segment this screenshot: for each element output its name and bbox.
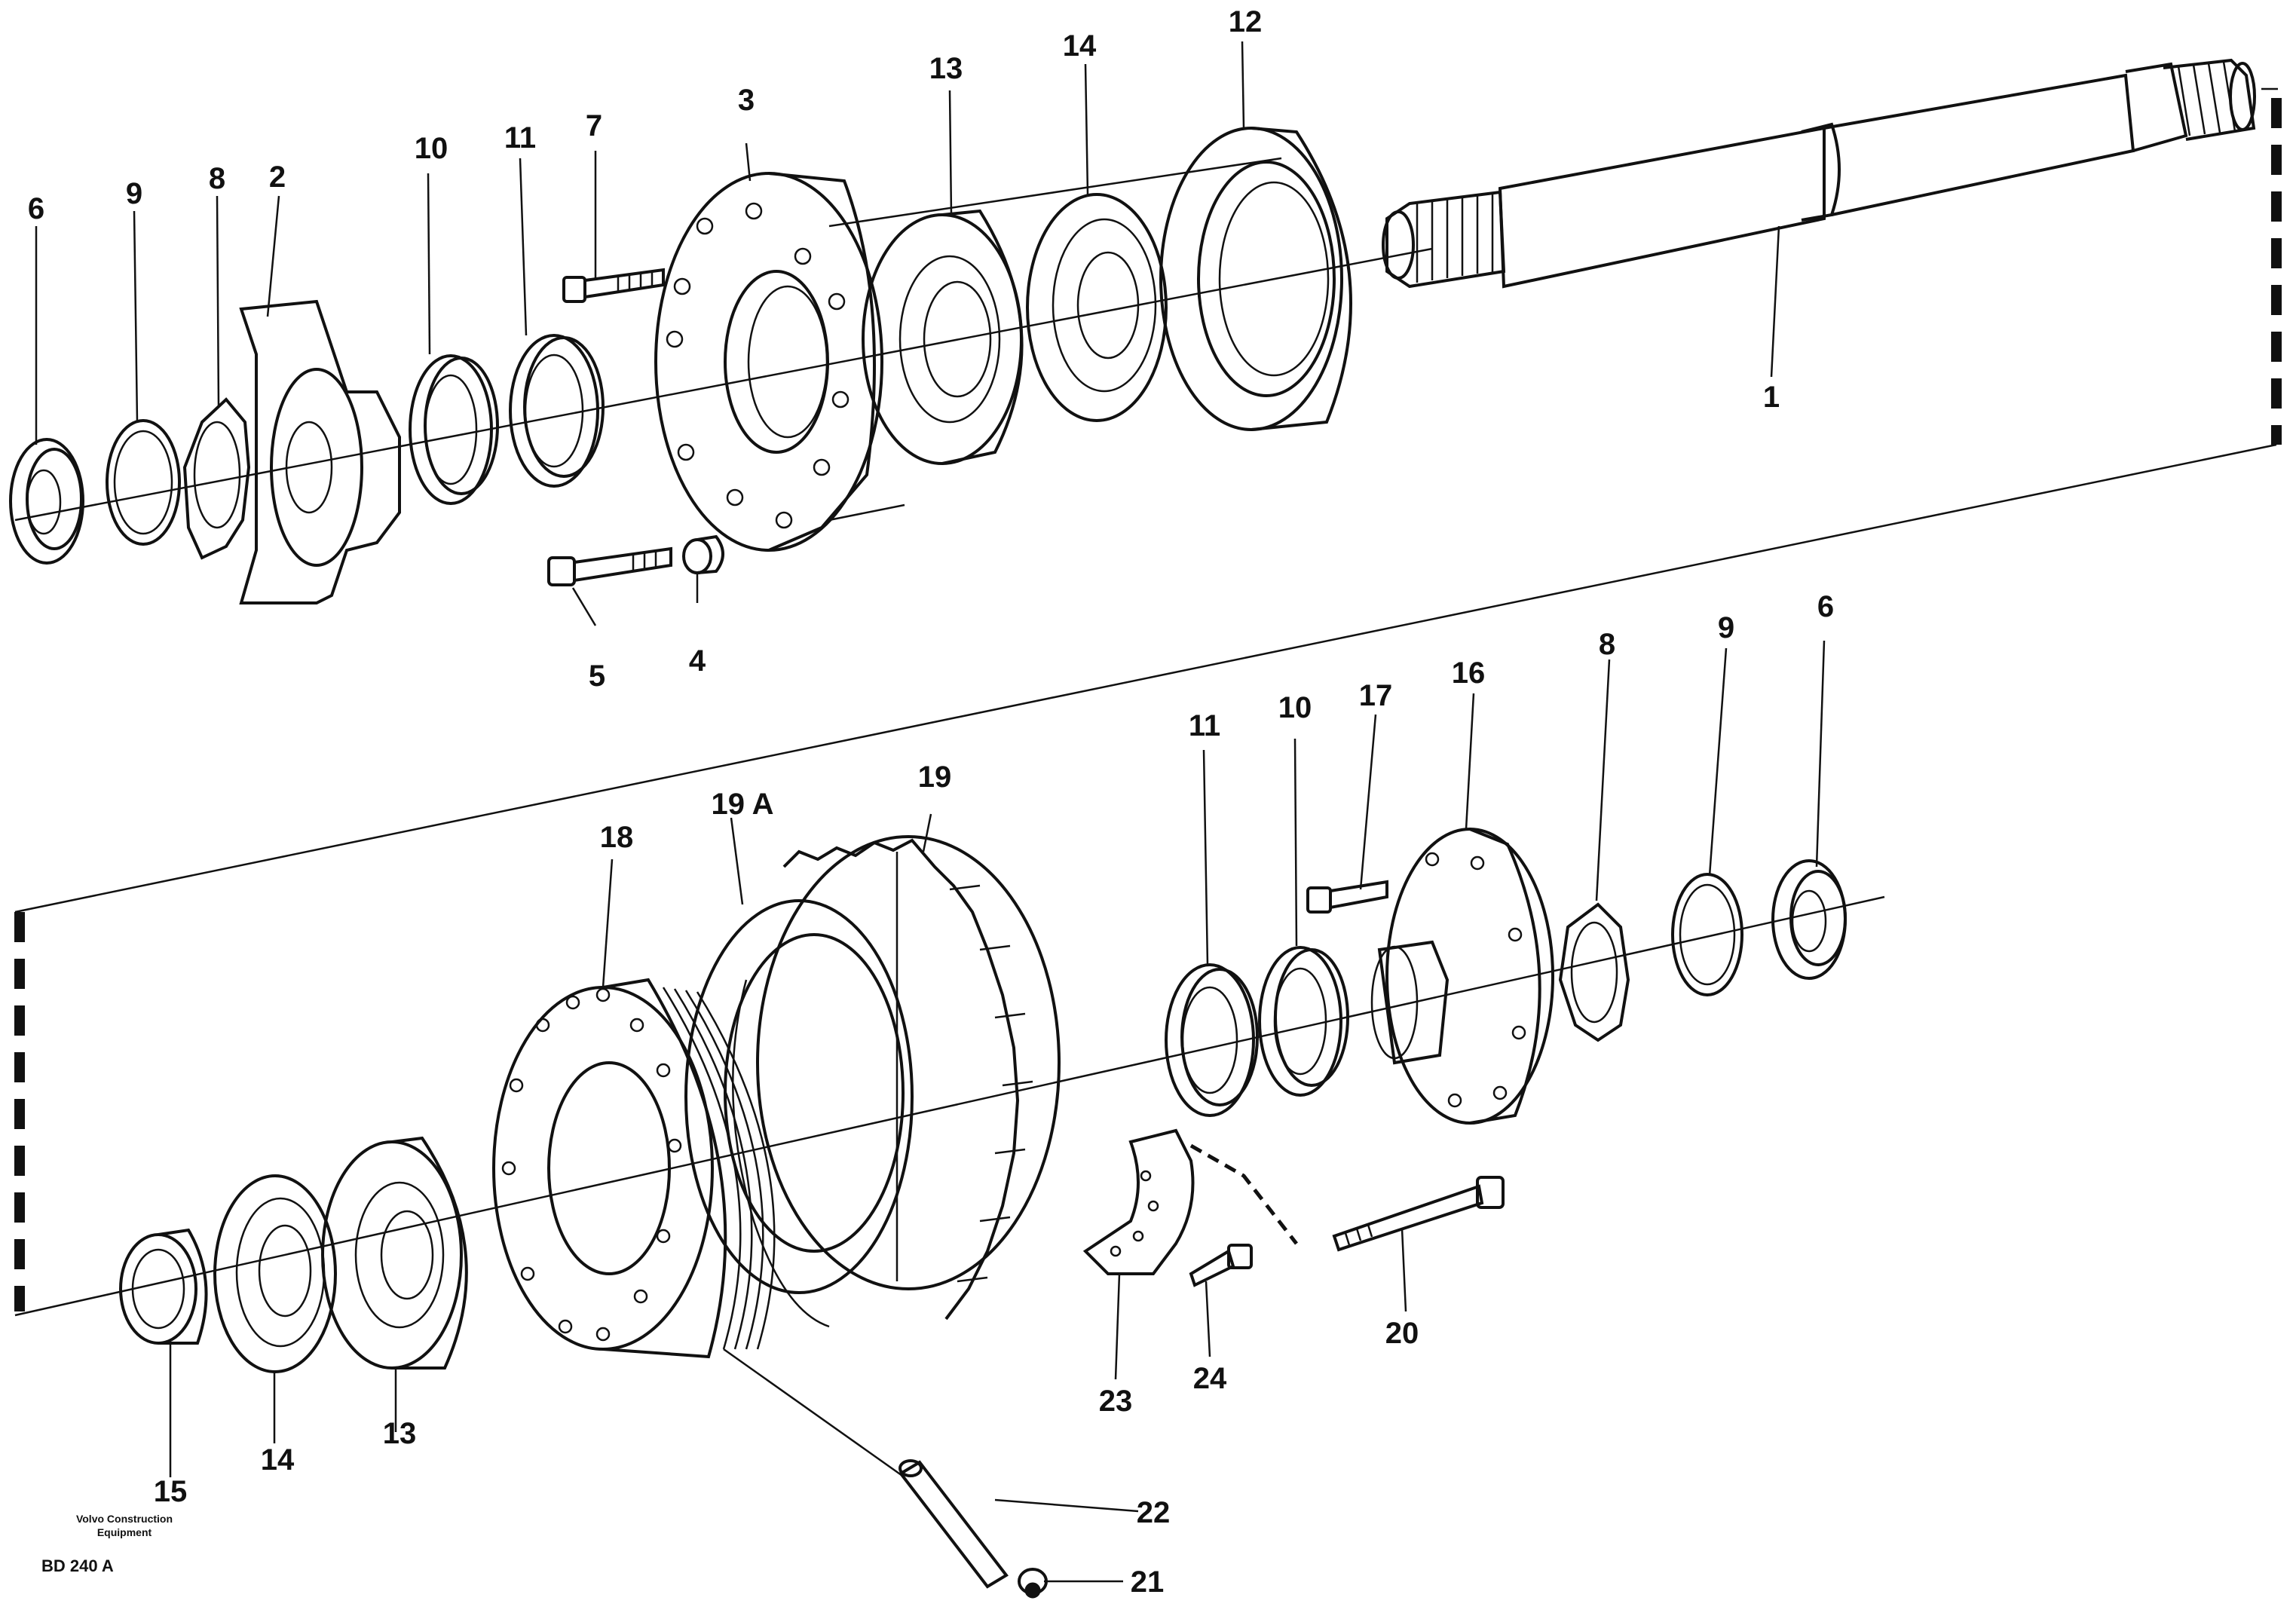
- callout-lower-13: 13: [383, 1417, 417, 1450]
- part-20-long-bolt: [1332, 1176, 1505, 1252]
- part-19-toothed-ring: [756, 835, 1061, 1321]
- callout-lower-20: 20: [1385, 1317, 1419, 1350]
- callout-lower-18: 18: [600, 821, 634, 854]
- upper-axis-line: [14, 247, 1433, 522]
- lower-axis-line: [14, 895, 1885, 1317]
- part-19a-friction-ring: [684, 899, 914, 1328]
- part-2-yoke: [239, 299, 401, 604]
- part-7-bolt: [562, 268, 665, 303]
- part-13-bearing: [862, 209, 1024, 465]
- callout-12: 12: [1229, 5, 1263, 38]
- part-5-bolt: [547, 546, 672, 586]
- link-diagonal: [14, 443, 2277, 914]
- part-23-segment: [1082, 1128, 1195, 1275]
- part-22-pin: [723, 1348, 1009, 1589]
- callout-lower-23: 23: [1099, 1385, 1133, 1418]
- part-1-shaft: [1382, 58, 2256, 289]
- callout-14: 14: [1063, 29, 1097, 63]
- callout-lower-22: 22: [1137, 1496, 1171, 1529]
- part-11-seal: [509, 334, 605, 488]
- callout-lower-19a: 19 A: [711, 788, 773, 821]
- callout-lower-8: 8: [1599, 628, 1615, 661]
- housing-bolt-holes: [666, 202, 850, 529]
- callout-4: 4: [689, 644, 706, 678]
- part-4-bushing: [682, 534, 724, 574]
- assembly-link: [14, 87, 2282, 1311]
- part-24-bolt: [1189, 1244, 1253, 1287]
- callout-1: 1: [1763, 381, 1780, 414]
- part-9-lower-circlip: [1671, 873, 1743, 996]
- callout-lower-6: 6: [1817, 590, 1834, 623]
- callouts-lower: 6 8 9 10 11 13 14 15 16 17 18 19 19 A 20…: [154, 590, 1834, 1599]
- part-16-flange: [1370, 828, 1554, 1125]
- drawing-code: BD 240 A: [41, 1556, 114, 1575]
- brand-line-2: Equipment: [97, 1526, 152, 1538]
- part-9-circlip: [106, 419, 181, 546]
- lower-assembly: [14, 828, 1885, 1599]
- upper-axis-upper-line: [828, 157, 1282, 228]
- part-14-seal-ring: [1026, 193, 1168, 422]
- part-15-sleeve: [119, 1228, 208, 1345]
- leader-lines: [35, 41, 1826, 1583]
- callout-lower-17: 17: [1359, 679, 1393, 712]
- callout-lower-15: 15: [154, 1475, 188, 1508]
- callout-7: 7: [586, 109, 602, 142]
- callout-lower-9: 9: [1718, 611, 1734, 644]
- part-8-lower-lock-plate: [1558, 902, 1630, 1042]
- callout-lower-19: 19: [918, 761, 952, 794]
- callout-3: 3: [738, 84, 755, 117]
- callout-13: 13: [929, 52, 963, 85]
- callout-lower-24: 24: [1193, 1362, 1227, 1395]
- callout-lower-16: 16: [1452, 656, 1486, 690]
- callouts-upper: 1 2 3 4 5 6 7 8 9 10 11 12 13 14: [28, 5, 1780, 693]
- callout-5: 5: [589, 660, 605, 693]
- callout-11: 11: [504, 121, 536, 155]
- part-6-nut: [9, 438, 84, 565]
- part-6-lower-nut: [1771, 859, 1847, 980]
- part-12-cover: [1159, 127, 1352, 431]
- footer-block: Volvo Construction Equipment BD 240 A: [41, 1513, 173, 1575]
- callout-9: 9: [126, 177, 142, 210]
- part-17-bolt: [1306, 880, 1388, 914]
- part-3-housing: [654, 172, 883, 552]
- part-10-seal: [409, 354, 499, 505]
- part-13-lower-bearing: [321, 1136, 468, 1370]
- callout-lower-21: 21: [1131, 1565, 1165, 1599]
- segment-dash-line: [1189, 1143, 1298, 1245]
- part-21-nipple: [1018, 1568, 1048, 1599]
- callout-lower-10: 10: [1278, 691, 1312, 724]
- drum-bolt-holes: [501, 987, 682, 1342]
- brand-line-1: Volvo Construction: [76, 1513, 173, 1525]
- part-8-lock-plate: [182, 397, 251, 560]
- callout-10: 10: [415, 132, 448, 165]
- part-11-lower-seal: [1165, 963, 1259, 1117]
- flange-bolt-holes: [1425, 852, 1526, 1108]
- upper-assembly: [9, 58, 2256, 604]
- callout-6: 6: [28, 192, 44, 225]
- callout-lower-11: 11: [1189, 709, 1220, 742]
- part-10-lower-seal: [1258, 946, 1349, 1097]
- callout-2: 2: [269, 161, 286, 194]
- upper-axis-lower-line: [828, 503, 905, 522]
- part-14-lower-seal-ring: [213, 1174, 337, 1373]
- callout-8: 8: [209, 162, 225, 195]
- callout-lower-14: 14: [261, 1443, 295, 1477]
